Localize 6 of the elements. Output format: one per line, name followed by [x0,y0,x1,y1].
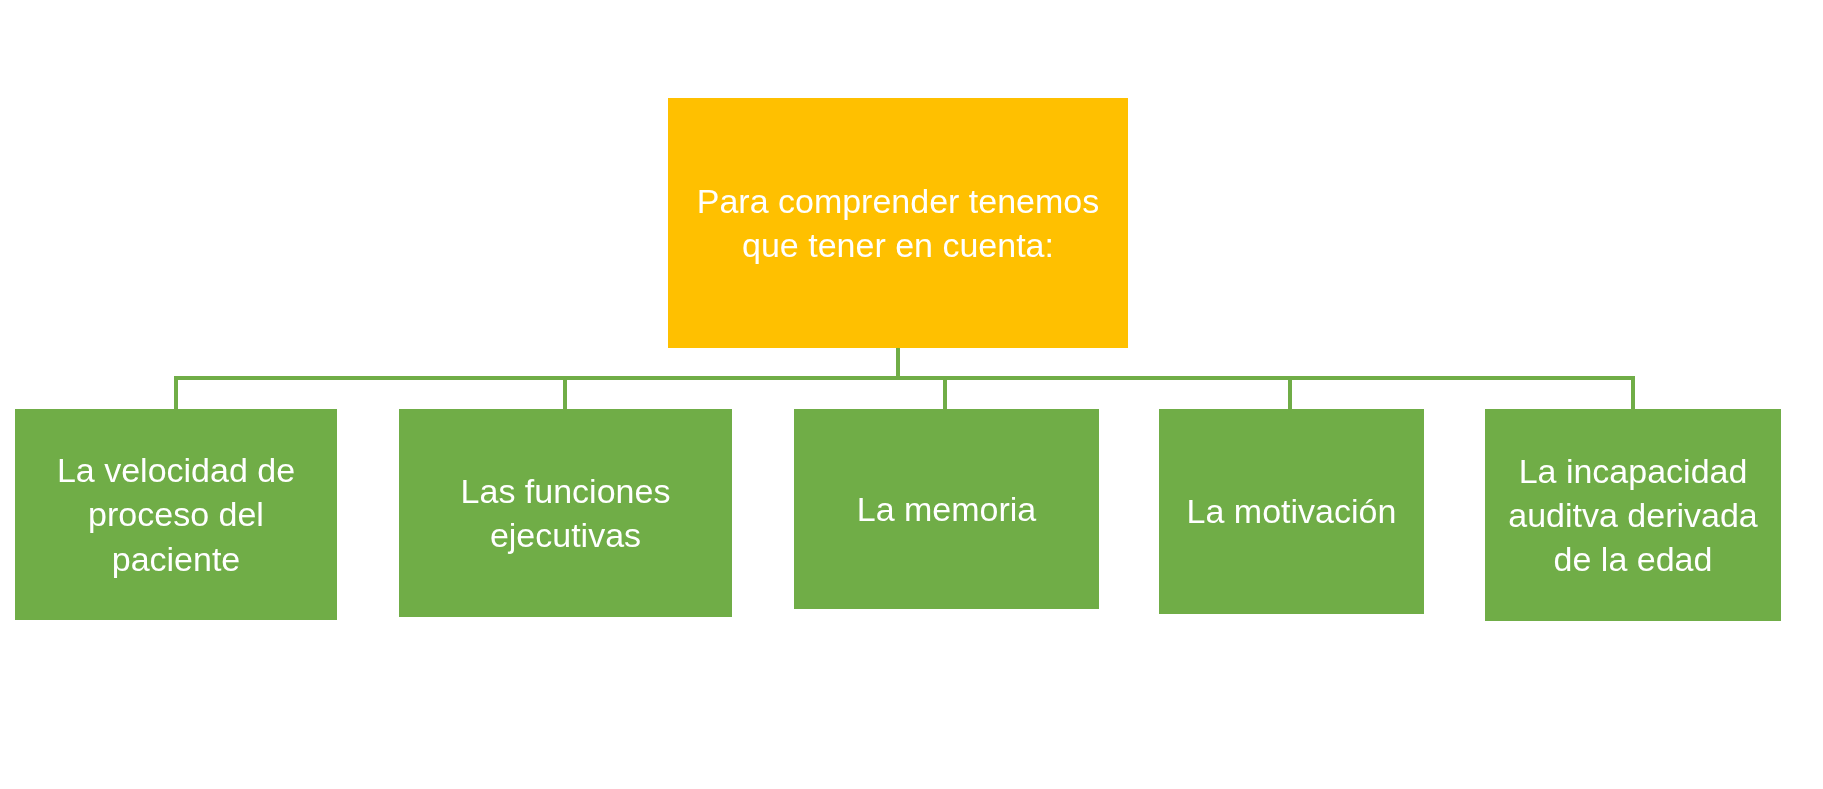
topic-box: La incapacidad auditva derivada de la edad [1485,409,1781,621]
main-topic-box: Para comprender tenemos que tener en cuenta: [668,98,1128,348]
topic-box: La memoria [794,409,1099,609]
topic-box: Las funciones ejecutivas [399,409,732,617]
topic-box: La velocidad de proceso del paciente [15,409,337,620]
topic-box: La motivación [1159,409,1424,614]
